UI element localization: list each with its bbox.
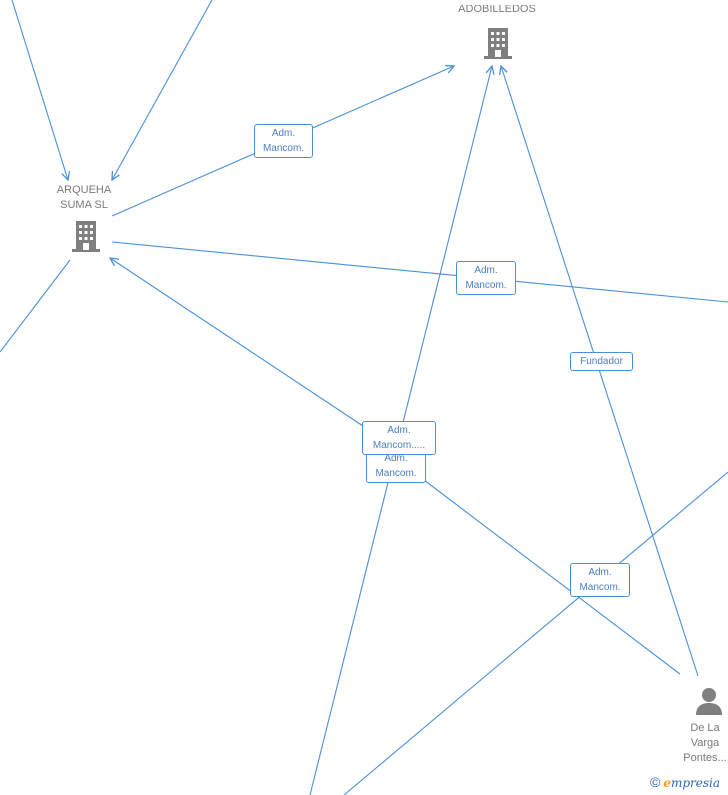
- person-label[interactable]: De La Varga Pontes...: [683, 722, 727, 764]
- person-icon[interactable]: [694, 686, 724, 716]
- building-icon[interactable]: [482, 26, 514, 60]
- edge-center-to-arqueha: [110, 258, 367, 429]
- copyright-icon: ©: [650, 774, 661, 790]
- top-company-clipped-name: ADOBILLEDOS: [458, 5, 536, 13]
- edge-top-to-arqueha: [112, 0, 213, 180]
- edge-arqueha-to-right: [111, 241, 728, 303]
- edge-center-to-person: [423, 479, 681, 675]
- empresia-logo: ©empresia: [650, 774, 720, 790]
- edge-label-arqueha-right[interactable]: Adm. Mancom.: [456, 261, 516, 295]
- brand-e: e: [663, 776, 671, 790]
- edge-label-center-upper[interactable]: Adm. Mancom.....: [362, 421, 436, 455]
- edge-label-arqueha-top[interactable]: Adm. Mancom.: [254, 124, 313, 158]
- brand-name: mpresia: [670, 776, 721, 790]
- edge-arqueha-to-left: [0, 259, 71, 353]
- edge-right-to-bottom: [343, 471, 728, 795]
- arqueha-label[interactable]: ARQUEHA SUMA SL: [56, 184, 112, 211]
- edge-person-to-top: [501, 66, 699, 677]
- edge-label-bottom-right[interactable]: Adm. Mancom.: [570, 563, 630, 597]
- building-icon[interactable]: [70, 219, 102, 253]
- edge-topleft-to-arqueha: [11, 0, 68, 180]
- edge-label-fundador[interactable]: Fundador: [570, 352, 633, 371]
